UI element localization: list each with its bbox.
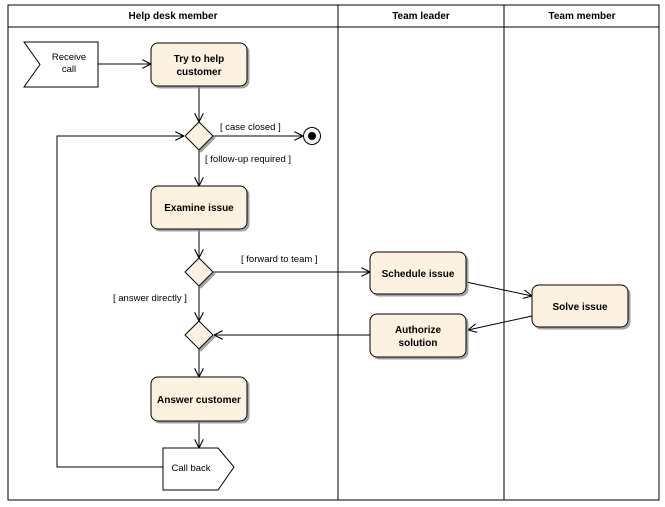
action-answer-customer: Answer customer xyxy=(150,376,248,422)
control-flows xyxy=(56,64,533,468)
guard-case-closed: [ case closed ] xyxy=(220,122,281,133)
action-authorize-solution: Authorize solution xyxy=(369,313,467,358)
receive-call-line-2: call xyxy=(62,64,76,75)
lane-title-team-member: Team member xyxy=(548,11,615,22)
action-examine-issue: Examine issue xyxy=(150,185,248,230)
merge-node xyxy=(184,320,214,350)
activity-final-node xyxy=(303,127,321,145)
answer-customer-label: Answer customer xyxy=(157,395,241,406)
action-solve-issue: Solve issue xyxy=(531,284,629,328)
try-to-help-line-1: Try to help xyxy=(174,54,225,65)
schedule-issue-label: Schedule issue xyxy=(382,269,455,280)
diagram-border xyxy=(7,4,660,501)
action-box xyxy=(531,284,629,328)
action-box xyxy=(150,376,248,422)
try-to-help-line-2: customer xyxy=(176,67,221,78)
flow-schedule-to-solve xyxy=(465,281,532,296)
action-box xyxy=(369,313,467,358)
solve-issue-label: Solve issue xyxy=(552,302,607,313)
send-signal-shape xyxy=(162,447,235,491)
guard-follow-up: [ follow-up required ] xyxy=(205,154,291,165)
guard-answer-directly: [ answer directly ] xyxy=(113,293,187,304)
action-schedule-issue: Schedule issue xyxy=(369,251,467,295)
action-box xyxy=(369,251,467,295)
swimlane-frame: Help desk member Team leader Team member xyxy=(7,4,660,501)
flow-solve-to-authorize xyxy=(468,315,533,330)
call-back-label: Call back xyxy=(171,463,210,474)
lane-title-help-desk: Help desk member xyxy=(129,11,218,22)
flow-loop-back xyxy=(56,136,184,468)
lane-title-team-leader: Team leader xyxy=(392,11,450,22)
action-box xyxy=(150,42,248,87)
authorize-solution-line-2: solution xyxy=(399,338,438,349)
examine-issue-label: Examine issue xyxy=(164,203,234,214)
decision-node-forward xyxy=(184,257,214,287)
final-node-dot xyxy=(308,132,316,140)
receive-call-line-1: Receive xyxy=(52,52,86,63)
event-call-back: Call back xyxy=(162,447,235,491)
authorize-solution-line-1: Authorize xyxy=(395,325,442,336)
decision-node-case xyxy=(184,121,214,151)
guard-forward-to-team: [ forward to team ] xyxy=(241,254,318,265)
accept-event-shape xyxy=(23,41,99,88)
action-box xyxy=(150,185,248,230)
action-try-to-help: Try to help customer xyxy=(150,42,248,87)
event-receive-call: Receive call xyxy=(23,41,99,88)
